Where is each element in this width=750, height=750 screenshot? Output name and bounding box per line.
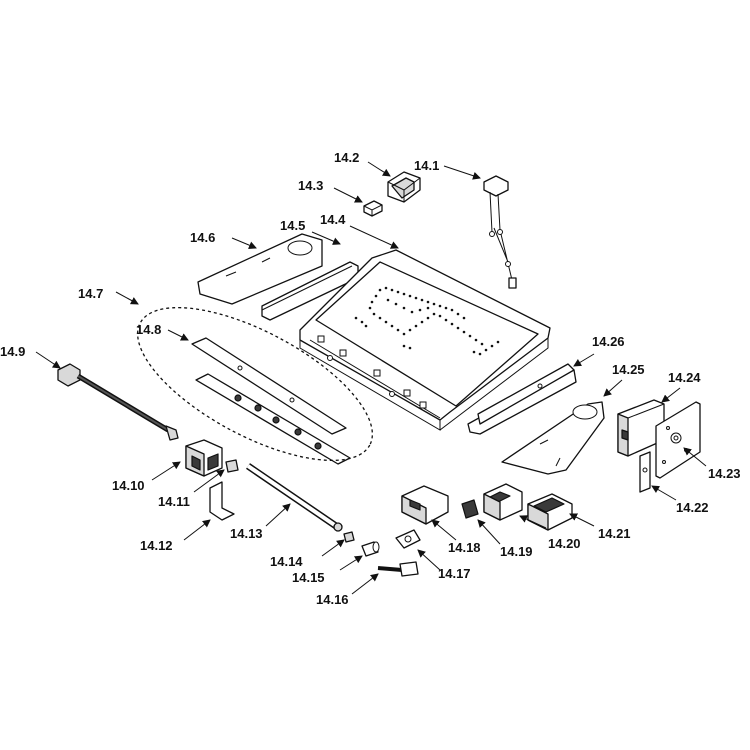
- label-14-26: 14.26: [592, 334, 625, 349]
- label-14-5: 14.5: [280, 218, 305, 233]
- perforation-pattern: [354, 286, 500, 356]
- part-14-26-angle-strip: [467, 363, 577, 435]
- part-14-10-valve: [185, 439, 223, 477]
- label-14-8: 14.8: [136, 322, 161, 337]
- part-14-19-module: [461, 499, 479, 519]
- part-14-22-plate: [639, 451, 651, 493]
- label-14-13: 14.13: [230, 526, 263, 541]
- label-14-2: 14.2: [334, 150, 359, 165]
- part-14-15-coupling: [361, 541, 380, 557]
- label-14-22: 14.22: [676, 500, 709, 515]
- label-14-4: 14.4: [320, 212, 346, 227]
- label-14-14: 14.14: [270, 554, 303, 569]
- part-labels: 14.2 14.1 14.3 14.4 14.5 14.6 14.7 14.8 …: [0, 150, 741, 607]
- group-14-7-outline: [136, 306, 374, 462]
- label-14-10: 14.10: [112, 478, 145, 493]
- label-14-3: 14.3: [298, 178, 323, 193]
- part-14-23-plate: [655, 401, 701, 479]
- part-14-24-housing: [617, 399, 665, 457]
- label-14-6: 14.6: [190, 230, 215, 245]
- label-14-19: 14.19: [500, 544, 533, 559]
- part-14-1-wire-assembly: [483, 175, 517, 289]
- label-14-21: 14.21: [598, 526, 631, 541]
- part-14-3-clip: [363, 200, 383, 217]
- part-14-18-module: [401, 485, 449, 525]
- label-14-11: 14.11: [158, 494, 190, 509]
- label-14-23: 14.23: [708, 466, 741, 481]
- part-14-6-side-panel: [197, 233, 323, 305]
- part-14-13-tube: [246, 463, 343, 532]
- label-14-1: 14.1: [414, 158, 439, 173]
- label-14-16: 14.16: [316, 592, 349, 607]
- label-14-15: 14.15: [292, 570, 325, 585]
- label-14-9: 14.9: [0, 344, 25, 359]
- label-14-20: 14.20: [548, 536, 581, 551]
- part-14-9-hose: [57, 363, 179, 441]
- label-14-7: 14.7: [78, 286, 103, 301]
- part-14-21-module: [527, 493, 573, 531]
- part-14-8-mounting-strips: [191, 337, 351, 465]
- label-14-24: 14.24: [668, 370, 701, 385]
- part-14-12-bracket: [209, 481, 235, 521]
- part-14-4-main-tray: [299, 249, 551, 431]
- part-14-14-nut: [343, 531, 355, 543]
- label-14-25: 14.25: [612, 362, 645, 377]
- part-14-16-rod: [377, 561, 419, 577]
- label-14-12: 14.12: [140, 538, 173, 553]
- label-14-17: 14.17: [438, 566, 471, 581]
- label-14-18: 14.18: [448, 540, 481, 555]
- part-14-25-side-panel: [501, 401, 605, 475]
- part-14-20-module: [483, 483, 523, 521]
- part-14-2-bracket: [387, 171, 421, 203]
- leader-arrows: [35, 161, 707, 595]
- part-14-17-plate: [395, 529, 421, 549]
- part-14-11-fitting: [225, 459, 239, 473]
